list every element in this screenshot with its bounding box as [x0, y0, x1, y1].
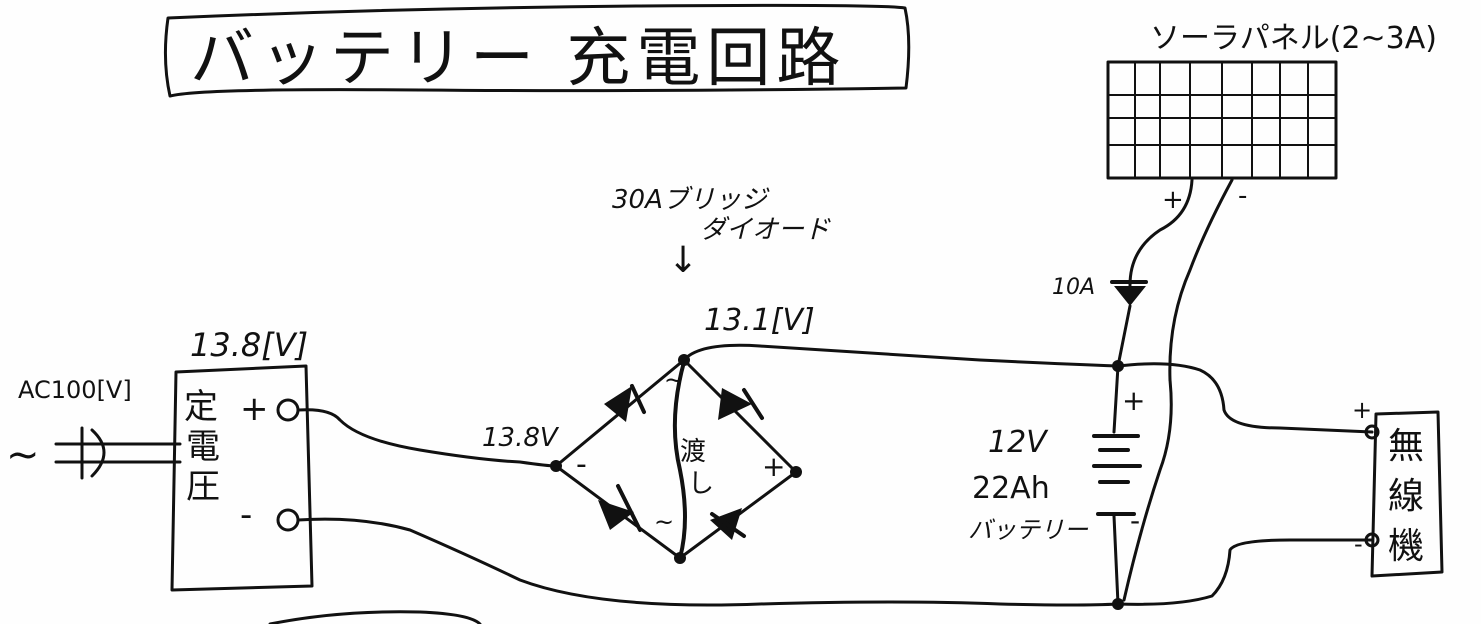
- radio-minus-label: -: [1354, 530, 1363, 558]
- bottom-sketch-stroke: [268, 610, 482, 624]
- battery-capacity: 22Ah: [972, 471, 1050, 506]
- wire-battery-to-radio-plus: [1116, 362, 1374, 434]
- wire-reg-minus-return: [296, 517, 1120, 607]
- battery-voltage: 12V: [988, 425, 1049, 460]
- regulator-plus-terminal: [276, 398, 300, 422]
- diode-rating-label: 10A: [1052, 275, 1095, 300]
- bridge-rectifier: 30Aブリッジ ダイオード ↓ 13.1[V] 13.8V 渡 し - + ~ …: [482, 185, 831, 564]
- bridge-output-voltage: 13.1[V]: [704, 303, 815, 338]
- bridge-plus-label: +: [762, 450, 785, 483]
- regulator-plus-label: +: [240, 389, 269, 429]
- diagram-title: バッテリー 充電回路: [190, 22, 846, 96]
- bridge-jumper-label-2: し: [688, 469, 714, 499]
- ac-input-label: AC100[V]: [18, 376, 132, 404]
- radio-name-2: 線: [1388, 476, 1424, 517]
- wire-bridge-to-battery: [682, 343, 1120, 368]
- radio-minus-terminal: [1364, 532, 1380, 548]
- ac-plug: AC100[V] ~: [6, 376, 182, 480]
- regulator-name-2: 電: [186, 427, 220, 467]
- solar-positive-lead: [1128, 178, 1194, 287]
- ac-symbol: ~: [6, 432, 40, 478]
- bridge-callout-line2: ダイオード: [700, 215, 831, 245]
- regulator-name-3: 圧: [186, 467, 220, 507]
- bridge-minus-label: -: [576, 447, 587, 482]
- wire-reg-plus-to-bridge: [296, 408, 558, 468]
- bridge-jumper-label-1: 渡: [680, 437, 706, 467]
- battery: + - 12V 22Ah バッテリー: [968, 360, 1145, 610]
- battery-name: バッテリー: [968, 516, 1089, 544]
- battery-minus-label: -: [1130, 504, 1140, 537]
- bridge-callout-arrow: ↓: [668, 240, 698, 281]
- bridge-input-voltage: 13.8V: [482, 423, 560, 453]
- wire-return-to-radio-minus: [1116, 538, 1374, 606]
- battery-plus-label: +: [1122, 384, 1145, 417]
- bridge-callout-line1: 30Aブリッジ: [612, 185, 770, 215]
- radio-plus-terminal: [1364, 424, 1380, 440]
- radio-name-3: 機: [1388, 526, 1424, 567]
- regulator-minus-label: -: [240, 495, 252, 535]
- solar-panel: ソーラパネル(2~3A) + -: [1106, 21, 1437, 215]
- bridge-ac-label-2: ~: [654, 508, 674, 536]
- bridge-ac-label-1: ~: [664, 366, 684, 394]
- wire-solar-minus-to-return: [1122, 378, 1173, 602]
- solar-plus-label: +: [1162, 185, 1184, 215]
- radio-transceiver: + - 無 線 機: [1352, 396, 1444, 578]
- solar-panel-label: ソーラパネル(2~3A): [1150, 21, 1437, 56]
- regulator-box: 13.8[V] 定 電 圧 + -: [170, 326, 314, 592]
- title-block: バッテリー 充電回路: [163, 3, 911, 98]
- radio-plus-label: +: [1352, 396, 1372, 424]
- solar-minus-label: -: [1238, 181, 1247, 211]
- solar-negative-lead: [1168, 178, 1234, 382]
- regulator-name-1: 定: [184, 387, 218, 427]
- regulator-minus-terminal: [276, 508, 300, 532]
- radio-name-1: 無: [1388, 426, 1424, 467]
- regulator-voltage: 13.8[V]: [190, 326, 308, 364]
- diode-10a: 10A: [1052, 275, 1148, 368]
